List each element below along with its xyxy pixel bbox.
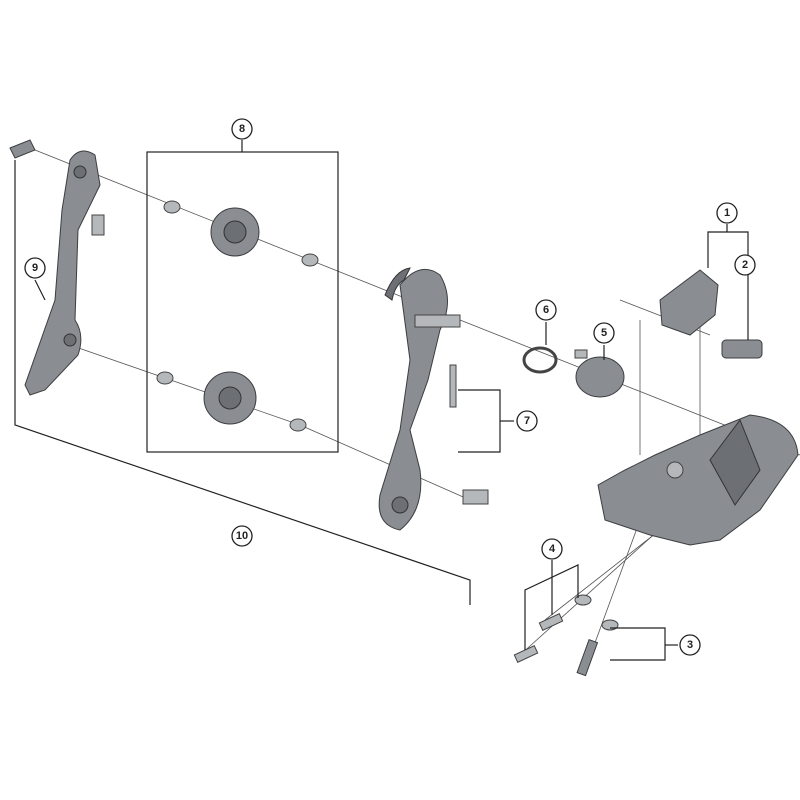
outer-plate-part [378, 267, 489, 531]
callout-circle [734, 254, 756, 276]
pulley-set-part [156, 200, 319, 432]
callout-circle [541, 538, 563, 560]
callout-number: 9 [32, 262, 38, 274]
callout-circle [24, 257, 46, 279]
callout-number: 4 [549, 543, 556, 555]
callout-circle [516, 410, 538, 432]
pin-and-screw-parts [513, 594, 619, 677]
callout-circle [716, 202, 738, 224]
callout-number: 10 [236, 530, 248, 542]
derailleur-body-part [597, 414, 799, 546]
callout-8: 8 [231, 118, 253, 140]
callout-number: 7 [524, 415, 530, 427]
callout-9: 9 [24, 257, 46, 279]
callout-circle [593, 322, 615, 344]
spring-and-ring-parts [522, 346, 625, 398]
callout-number: 5 [601, 327, 607, 339]
inner-plate-part [9, 139, 105, 396]
callout-circle [535, 299, 557, 321]
callout-circle [231, 118, 253, 140]
callout-number: 8 [239, 123, 245, 135]
callout-3: 3 [679, 634, 701, 656]
callout-number: 6 [543, 304, 549, 316]
callout-6: 6 [535, 299, 557, 321]
callout-5: 5 [593, 322, 615, 344]
bracket-parts [659, 269, 763, 359]
callout-number: 1 [724, 207, 730, 219]
callout-7: 7 [516, 410, 538, 432]
callout-number: 2 [742, 259, 748, 271]
callout-number: 3 [687, 639, 693, 651]
callout-circle [679, 634, 701, 656]
callout-4: 4 [541, 538, 563, 560]
callout-2: 2 [734, 254, 756, 276]
callout-circle [231, 525, 253, 547]
callout-labels: 1 2 3 4 5 6 7 8 9 10 [24, 118, 756, 656]
callout-leader-lines [14, 140, 749, 661]
callout-1: 1 [716, 202, 738, 224]
callout-10: 10 [231, 525, 253, 547]
